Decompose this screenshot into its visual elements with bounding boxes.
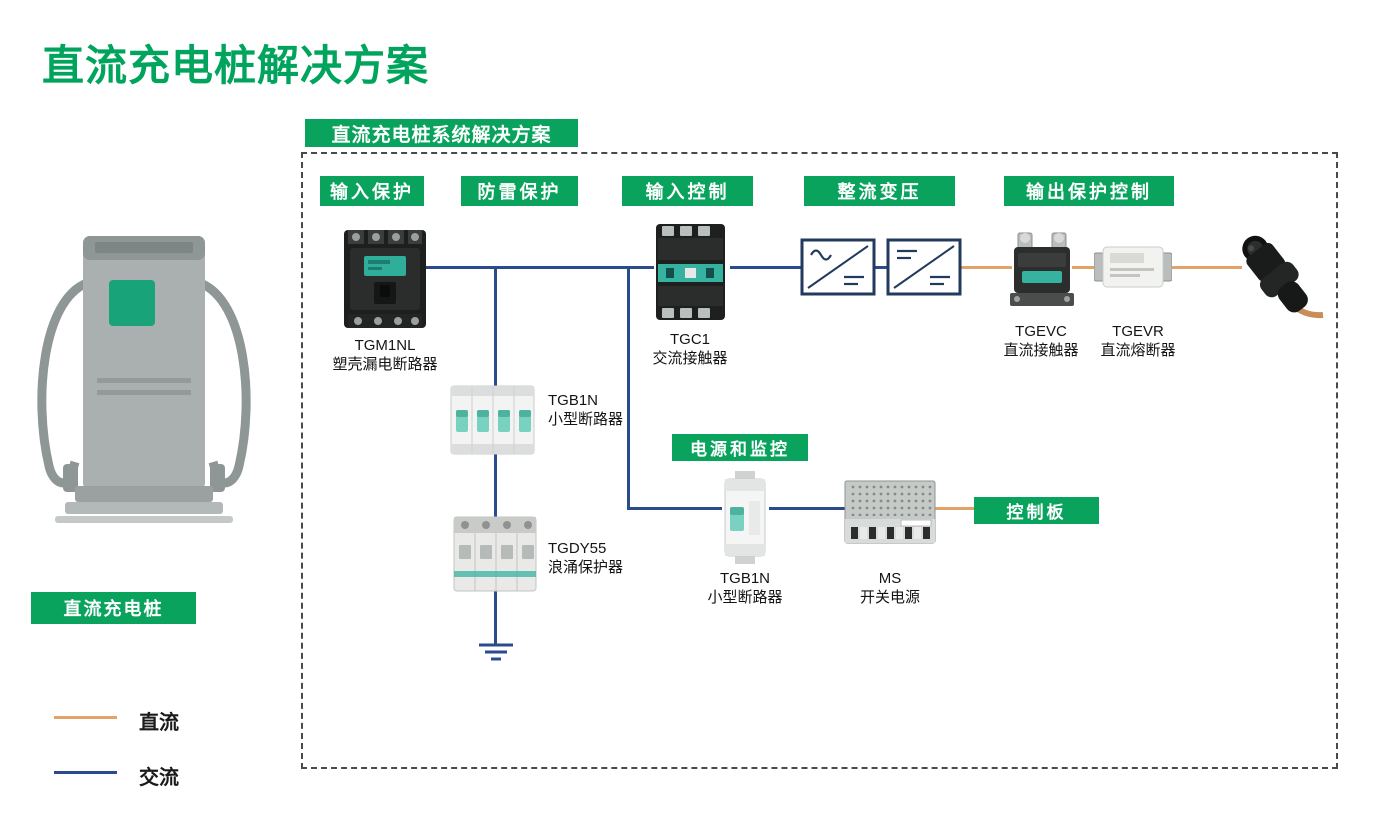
- tgc1-name: 交流接触器: [652, 350, 728, 367]
- stage-lightning-protection: 防雷保护: [461, 176, 578, 206]
- tgm1nl-label: TGM1NL 塑壳漏电断路器: [330, 336, 440, 374]
- stage-input-protection: 输入保护: [320, 176, 424, 206]
- page-title: 直流充电桩解决方案: [42, 42, 430, 89]
- tgb1n-aux-name: 小型断路器: [707, 589, 783, 606]
- ms-model: MS: [878, 570, 902, 587]
- tgc1-label: TGC1 交流接触器: [630, 330, 750, 368]
- tgm1nl-breaker-image: [344, 230, 426, 328]
- ac-line-branch-monitoring: [627, 266, 630, 510]
- stage-input-control: 输入控制: [622, 176, 753, 206]
- tgevc-label: TGEVC 直流接触器: [986, 322, 1096, 360]
- dcdc-converter-icon: [886, 238, 962, 296]
- dc-line-to-tgevc: [960, 266, 1012, 269]
- tgb1n-aux-label: TGB1N 小型断路器: [692, 569, 798, 607]
- tgc1-contactor-image: [656, 224, 725, 320]
- ac-line-main: [426, 266, 654, 269]
- tgb1n-main-model: TGB1N: [548, 392, 599, 409]
- charging-pile-image: [37, 236, 251, 523]
- ac-line-to-psu: [769, 507, 846, 510]
- stage-rectifier: 整流变压: [804, 176, 955, 206]
- tgevc-name: 直流接触器: [1003, 342, 1079, 359]
- tgevr-fuse-image: [1094, 246, 1172, 288]
- ac-line-to-rectifier: [730, 266, 802, 269]
- dc-line-to-tgevr: [1072, 266, 1098, 269]
- tgb1n-main-label: TGB1N 小型断路器: [548, 391, 668, 429]
- ms-psu-image: [844, 480, 936, 544]
- stage-power-monitoring: 电源和监控: [672, 434, 808, 461]
- dc-line-to-gun: [1170, 266, 1242, 269]
- tgb1n-aux-breaker-image: [724, 471, 766, 564]
- tgevr-name: 直流熔断器: [1100, 342, 1176, 359]
- tgm1nl-name: 塑壳漏电断路器: [332, 356, 438, 373]
- ac-legend-line: [54, 771, 117, 774]
- charging-gun-image: [1242, 235, 1324, 319]
- ground-icon: [479, 643, 513, 661]
- stage-control-board: 控制板: [974, 497, 1099, 524]
- diagram-frame: [301, 152, 1338, 769]
- ms-name: 开关电源: [859, 589, 920, 606]
- tgm1nl-model: TGM1NL: [354, 337, 416, 354]
- tgdy55-name: 浪涌保护器: [548, 559, 624, 576]
- tgc1-model: TGC1: [669, 331, 710, 348]
- dc-legend-line: [54, 716, 117, 719]
- tgb1n-main-breaker-image: [450, 385, 535, 455]
- dc-line-to-control-board: [935, 507, 975, 510]
- acdc-converter-icon: [800, 238, 876, 296]
- ac-legend-label: 交流: [139, 767, 179, 789]
- tgevc-model: TGEVC: [1015, 323, 1067, 340]
- section-badge: 直流充电桩系统解决方案: [305, 119, 578, 147]
- ac-line-between-converters: [874, 266, 888, 269]
- tgb1n-main-name: 小型断路器: [548, 411, 624, 428]
- tgevc-contactor-image: [1010, 232, 1074, 306]
- stage-output-protection: 输出保护控制: [1004, 176, 1174, 206]
- tgb1n-aux-model: TGB1N: [719, 570, 770, 587]
- dc-legend-label: 直流: [139, 712, 179, 734]
- pile-badge: 直流充电桩: [31, 592, 196, 624]
- tgevr-label: TGEVR 直流熔断器: [1088, 322, 1188, 360]
- tgdy55-model: TGDY55: [548, 540, 607, 557]
- tgdy55-spd-image: [453, 516, 537, 592]
- tgevr-model: TGEVR: [1112, 323, 1164, 340]
- tgdy55-label: TGDY55 浪涌保护器: [548, 539, 668, 577]
- ac-line-to-aux-breaker: [627, 507, 722, 510]
- ac-line-branch-protection: [494, 266, 497, 645]
- ms-label: MS 开关电源: [845, 569, 935, 607]
